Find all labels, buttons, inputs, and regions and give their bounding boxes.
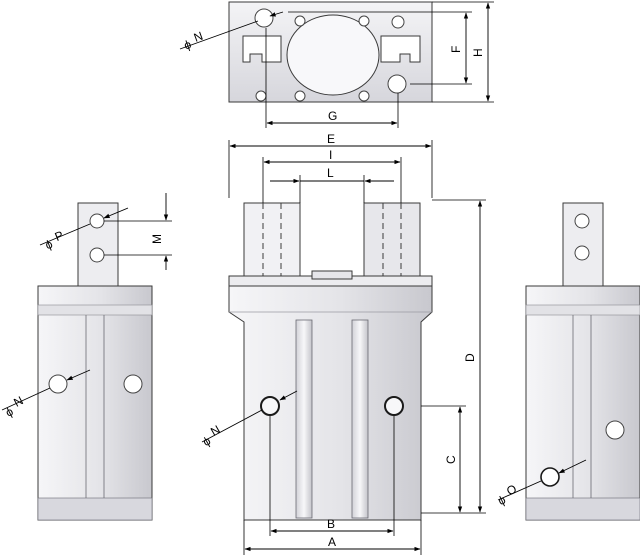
left-side-view: ϕ P M ϕ N (1, 193, 172, 521)
left-view-hole (89, 213, 105, 229)
left-view-body (37, 285, 153, 521)
right-side-view: ϕ O (496, 202, 640, 521)
top-view-hole (387, 74, 407, 94)
right-view-body (525, 285, 640, 521)
left-view-diameter-symbol-p: ϕ (43, 237, 55, 253)
front-view-diameter-symbol: ϕ (200, 434, 213, 450)
right-view-hole (574, 245, 590, 261)
dimension-label-m: M (150, 234, 164, 244)
top-view-hole (358, 15, 370, 27)
top-view-diameter-symbol: ϕ (182, 37, 193, 53)
dimension-label-d: D (463, 353, 477, 362)
left-view-diameter-symbol-n: ϕ (3, 404, 16, 420)
dimension-label-g: G (328, 109, 337, 123)
top-view-hole (294, 15, 306, 27)
dimension-label-i: I (329, 148, 332, 162)
right-view-diameter-symbol-o: ϕ (496, 492, 508, 508)
top-view-left-slot (242, 35, 282, 63)
dimension-label-a: A (328, 535, 336, 549)
front-view-left-jaw (243, 202, 301, 279)
top-view-label-n: N (192, 29, 205, 45)
top-view-hole (358, 90, 370, 102)
right-view-hole (540, 467, 560, 487)
front-view-right-jaw (363, 202, 421, 279)
front-view-label-n: N (208, 422, 223, 438)
front-view-hole (384, 396, 404, 416)
top-view-hole (254, 8, 274, 28)
front-view-slot (351, 319, 369, 519)
dimension-label-l: L (327, 166, 334, 180)
front-view: ϕ N E I L D C B (200, 132, 486, 555)
dimension-label-b: B (327, 517, 335, 531)
dimension-label-e: E (327, 132, 335, 146)
front-view-slot (295, 319, 313, 519)
top-view-hole (294, 90, 306, 102)
right-view-hole (574, 213, 590, 229)
left-view-hole (89, 247, 105, 263)
top-view: ϕ N G F H (179, 1, 494, 128)
left-view-hole (123, 374, 143, 394)
dimension-label-c: C (444, 455, 458, 464)
left-view-label-p: P (53, 228, 66, 244)
top-view-center-bore (286, 14, 380, 96)
front-view-hole (260, 396, 280, 416)
dimension-label-h: H (471, 48, 485, 57)
left-view-label-n: N (11, 393, 25, 409)
top-view-hole (255, 90, 267, 102)
top-view-hole (391, 15, 405, 29)
right-view-hole (605, 420, 625, 440)
top-view-right-slot (380, 35, 421, 63)
left-view-hole (48, 374, 68, 394)
dimension-label-f: F (449, 46, 463, 53)
